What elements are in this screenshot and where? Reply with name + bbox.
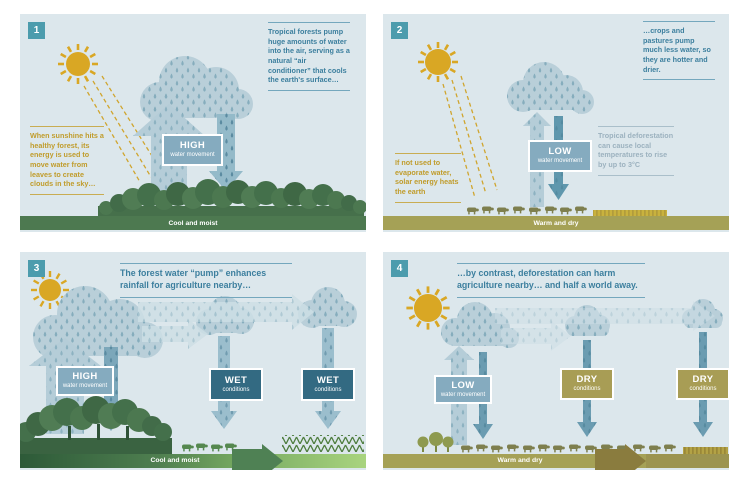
water-movement-box: HIGH water movement [162, 134, 223, 166]
sun-icon [58, 44, 98, 84]
panel2-note-left: If not used to evaporate water, solar en… [395, 153, 461, 203]
ground-strip-label: Warm and dry [533, 219, 579, 227]
movement-value: LOW [451, 379, 475, 391]
sun-icon [418, 42, 458, 82]
conditions-caption: conditions [222, 386, 250, 393]
panel-number-badge: 2 [391, 22, 408, 39]
panel-2-deforested-pasture: 2 …crops and pastures pump much less wat… [383, 14, 729, 232]
conditions-value: DRY [576, 374, 598, 386]
trees-icon [417, 432, 454, 452]
conditions-box-mid: WET conditions [209, 368, 263, 401]
conditions-caption: conditions [689, 386, 717, 393]
panel-number-badge: 1 [28, 22, 45, 39]
panel-3-forest-pump-rainfall: 3 The forest water “pump” enhances rainf… [20, 252, 366, 470]
rain-down-arrow [209, 114, 243, 191]
panel2-note-deforestation: Tropical deforestation can cause local t… [598, 126, 674, 176]
ground-strip: Cool and moist [20, 216, 366, 230]
ground-strip-label: Cool and moist [150, 457, 200, 464]
movement-value: LOW [548, 146, 572, 158]
conditions-caption: conditions [573, 386, 601, 393]
spread-arrow-icon [232, 444, 283, 470]
forest-icon [20, 396, 172, 454]
moisture-flow-arrow-upper [138, 294, 314, 330]
ground-strip [383, 444, 729, 470]
water-movement-box: LOW water movement [528, 140, 592, 172]
panel1-note-right: Tropical forests pump huge amounts of wa… [268, 22, 350, 91]
conditions-caption: conditions [314, 386, 342, 393]
movement-caption: water movement [62, 383, 108, 390]
dry-crops-icon [683, 447, 728, 454]
spread-arrow-icon [595, 444, 646, 470]
conditions-box-mid: DRY conditions [560, 368, 614, 400]
panel-number-badge: 3 [28, 260, 45, 277]
cattle-icon [182, 443, 237, 452]
cattle-icon [467, 206, 587, 215]
rain-cloud-icon [507, 62, 594, 114]
crops-icon [593, 210, 667, 216]
sunshine-dashed-rays-icon [442, 75, 498, 199]
panel-3-illustration [20, 271, 366, 470]
ground-strip: Warm and dry [383, 216, 729, 230]
water-movement-box: HIGH water movement [56, 366, 114, 396]
movement-value: HIGH [179, 140, 206, 152]
crops-icon [282, 435, 364, 452]
moisture-flow-arrow-lower [501, 321, 571, 351]
moisture-flow-arrow-lower [142, 319, 208, 349]
conditions-value: DRY [692, 374, 714, 386]
water-movement-box: LOW water movement [434, 375, 492, 404]
panel-1-illustration [58, 44, 366, 216]
panel-number-badge: 4 [391, 260, 408, 277]
ground-strip-label: Warm and dry [497, 457, 543, 464]
ground-strip-label: Cool and moist [168, 219, 218, 227]
movement-value: HIGH [72, 371, 98, 383]
panel1-note-left: When sunshine hits a healthy forest, its… [30, 126, 104, 195]
ground-strip [20, 444, 366, 470]
moisture-flow-arrow-upper [495, 301, 715, 331]
panel-1-healthy-forest: 1 Tropical forests pump huge amounts of … [20, 14, 366, 232]
movement-caption: water movement [440, 391, 486, 398]
movement-caption: water movement [537, 158, 583, 165]
sun-icon [406, 286, 450, 330]
conditions-value: WET [316, 374, 340, 386]
panel2-note-right: …crops and pastures pump much less water… [643, 21, 715, 81]
panel3-title: The forest water “pump” enhances rainfal… [120, 263, 292, 298]
conditions-box-right: WET conditions [301, 368, 355, 401]
conditions-box-right: DRY conditions [676, 368, 730, 400]
movement-caption: water movement [170, 152, 215, 159]
cattle-icon [461, 444, 676, 453]
rain-cloud-left-icon [441, 302, 519, 348]
panel4-title: …by contrast, deforestation can harm agr… [457, 263, 645, 298]
forest-icon [98, 179, 366, 216]
conditions-value: WET [224, 374, 248, 386]
panel-4-deforestation-harm: 4 …by contrast, deforestation can harm a… [383, 252, 730, 470]
panel-4-illustration [383, 286, 729, 470]
rain-cloud-icon [140, 56, 253, 122]
